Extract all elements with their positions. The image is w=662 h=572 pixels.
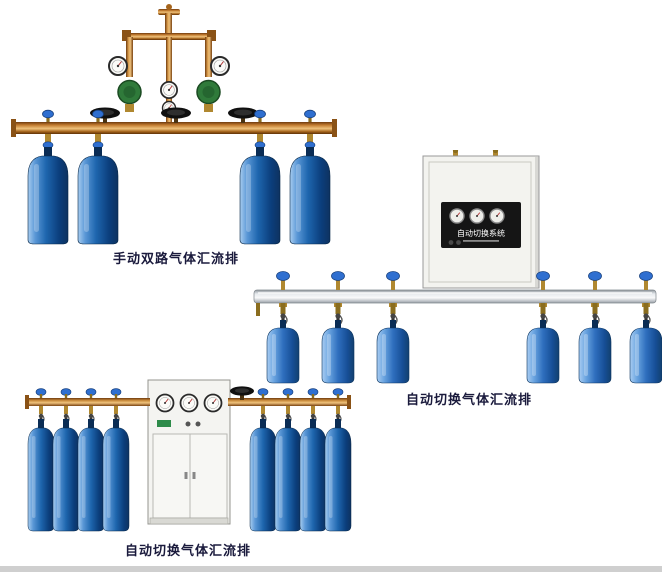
header-pipe (25, 395, 351, 409)
product-photo-auto-manifold-cabinet: 自动切换系统 (250, 150, 662, 408)
cylinder-station (289, 109, 331, 245)
panel-gauge (203, 393, 223, 413)
gas-cylinder (27, 146, 69, 245)
header-pipe (11, 119, 337, 137)
gas-cylinder (52, 413, 80, 532)
cylinder-station (77, 109, 119, 245)
panel-gauge (179, 393, 199, 413)
panel-gauge (155, 393, 175, 413)
cylinder-station (299, 388, 327, 532)
gas-cylinder (629, 312, 662, 384)
cylinder-station (102, 388, 130, 532)
panel-gauge (449, 208, 465, 224)
panel-gauge (469, 208, 485, 224)
gas-cylinder (324, 413, 352, 532)
cylinder-station (578, 270, 612, 384)
green-indicator (157, 420, 171, 427)
cylinder-station (27, 109, 69, 245)
cylinder-station (249, 388, 277, 532)
footer-strip (0, 566, 662, 572)
gas-cylinder (321, 312, 355, 384)
auto-manifold-illustration: 自动切换系统 (253, 150, 662, 384)
cabinet-plinth (149, 517, 229, 525)
gas-cylinder (249, 413, 277, 532)
top-feed-pipes (122, 4, 216, 122)
cylinder-station (239, 109, 281, 245)
product-caption: 手动双路气体汇流排 (112, 252, 239, 267)
pressure-regulator-left (108, 56, 142, 112)
product-caption: 自动切换气体汇流排 (124, 544, 251, 559)
cylinder-station (376, 270, 410, 384)
cylinder-station (77, 388, 105, 532)
product-caption: 自动切换气体汇流排 (405, 393, 532, 408)
cylinder-station (27, 388, 55, 532)
gas-cylinder (299, 413, 327, 532)
gas-cylinder (274, 413, 302, 532)
control-cabinet: 自动切换系统 (422, 150, 540, 289)
cylinder-station (629, 270, 662, 384)
manifold-rail (253, 289, 657, 316)
panel-gauge (489, 208, 505, 224)
handwheel-valve (228, 107, 258, 123)
cylinder-station (274, 388, 302, 532)
cabinet-black-panel: 自动切换系统 (441, 202, 521, 248)
product-photo-manual-manifold: 手动双路气体汇流排 (8, 4, 344, 267)
cylinder-station (324, 388, 352, 532)
pressure-regulator-right (196, 56, 230, 112)
gas-cylinder (77, 146, 119, 245)
gas-cylinder (27, 413, 55, 532)
cabinet-doors (152, 433, 228, 519)
control-cabinet (147, 379, 231, 525)
product-photo-auto-manifold-floor: 自动切换气体汇流排 (20, 376, 356, 559)
cylinder-station (266, 270, 300, 384)
cylinder-station (321, 270, 355, 384)
cylinder-station (52, 388, 80, 532)
gas-cylinder (578, 312, 612, 384)
manual-manifold-illustration (11, 4, 337, 245)
cabinet-label: 自动切换系统 (457, 228, 505, 238)
gas-cylinder (102, 413, 130, 532)
gas-cylinder (526, 312, 560, 384)
gas-cylinder (266, 312, 300, 384)
gas-cylinder (77, 413, 105, 532)
handwheel-valve (230, 386, 254, 400)
gas-cylinder (376, 312, 410, 384)
handwheel-valve (161, 107, 191, 123)
auto-manifold-floor-illustration (25, 379, 352, 532)
